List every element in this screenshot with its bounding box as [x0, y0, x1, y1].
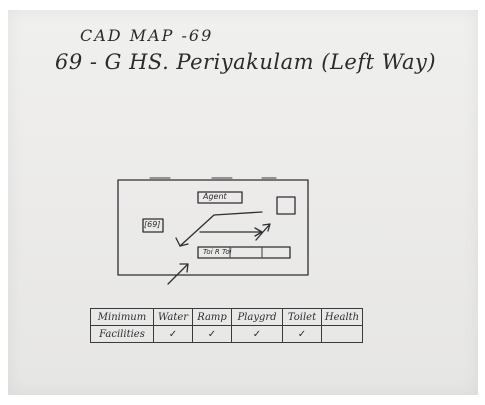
- check-mark: ✓: [231, 325, 283, 343]
- table-cell: Ramp: [192, 308, 232, 326]
- room-bottom-label: Toi R Toi: [203, 248, 232, 256]
- facilities-table: Minimum Water Ramp Playgrd Toilet Health…: [90, 308, 363, 343]
- map-title: CAD MAP -69: [80, 26, 214, 45]
- square-block: [276, 196, 296, 215]
- table-row: Facilities ✓ ✓ ✓ ✓: [90, 325, 363, 343]
- arrow-right: [199, 227, 263, 237]
- room-top-label: Agent: [203, 192, 227, 201]
- arrow-up-right: [255, 223, 271, 241]
- table-cell: Minimum: [90, 308, 154, 326]
- arrow-left-down: [175, 237, 189, 247]
- path-line: [179, 211, 263, 247]
- table-cell: Health: [321, 308, 363, 326]
- room-dividers: [229, 247, 263, 258]
- arrow-entry: [167, 263, 189, 285]
- site-boundary: [117, 179, 309, 276]
- table-cell: Water: [153, 308, 193, 326]
- room-left: [142, 218, 164, 233]
- check-mark: ✓: [282, 325, 322, 343]
- table-cell: Playgrd: [231, 308, 283, 326]
- table-cell: Toilet: [282, 308, 322, 326]
- check-mark: ✓: [192, 325, 232, 343]
- table-row: Minimum Water Ramp Playgrd Toilet Health: [90, 308, 363, 326]
- room-left-label: [69]: [144, 220, 161, 229]
- table-cell: Facilities: [90, 325, 154, 343]
- check-mark: ✓: [153, 325, 193, 343]
- table-cell: [321, 325, 363, 343]
- map-subtitle: 69 - G HS. Periyakulam (Left Way): [55, 50, 437, 74]
- room-top: [197, 191, 243, 204]
- room-bottom: [197, 246, 291, 259]
